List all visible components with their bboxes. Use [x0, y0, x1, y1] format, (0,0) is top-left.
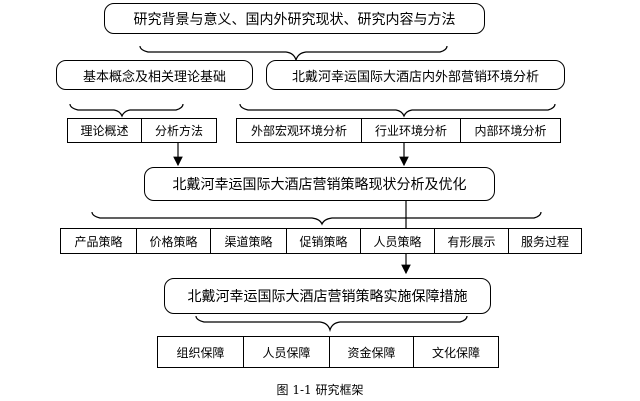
strategy-label: 促销策略	[299, 234, 348, 249]
environment-analysis-label: 北戴河幸运国际大酒店内外部营销环境分析	[291, 69, 539, 85]
implementation-measures-label: 北戴河幸运国际大酒店营销策略实施保障措施	[187, 289, 468, 305]
theory-basis-label: 基本概念及相关理论基础	[82, 69, 226, 85]
strategy-promotion: 促销策略	[286, 228, 360, 254]
measure-label: 人员保障	[262, 345, 311, 360]
item-label: 理论概述	[80, 124, 129, 138]
item-label: 内部环境分析	[474, 124, 547, 138]
item-macro-environment: 外部宏观环境分析	[236, 118, 361, 143]
strategy-personnel: 人员策略	[360, 228, 434, 254]
brace-top	[139, 45, 448, 63]
measure-label: 组织保障	[176, 345, 225, 360]
title-text: 研究背景与意义、国内外研究现状、研究内容与方法	[133, 11, 456, 28]
strategy-status-label: 北戴河幸运国际大酒店营销策略现状分析及优化	[172, 177, 467, 193]
figure-caption: 图 1-1 研究框架	[276, 383, 364, 397]
measure-label: 文化保障	[431, 345, 480, 360]
brace-measures	[195, 315, 468, 333]
measure-funding: 资金保障	[329, 336, 413, 368]
item-label: 分析方法	[154, 124, 203, 138]
strategy-price: 价格策略	[136, 228, 210, 254]
measure-personnel: 人员保障	[243, 336, 329, 368]
implementation-measures-box: 北戴河幸运国际大酒店营销策略实施保障措施	[164, 278, 491, 314]
item-theory-overview: 理论概述	[67, 118, 141, 143]
brace-left	[69, 103, 184, 118]
item-label: 行业环境分析	[374, 124, 447, 138]
item-internal-environment: 内部环境分析	[460, 118, 561, 143]
brace-right	[239, 103, 556, 118]
item-label: 外部宏观环境分析	[250, 124, 347, 138]
strategy-label: 产品策略	[74, 234, 123, 249]
strategy-label: 人员策略	[373, 234, 422, 249]
item-industry-environment: 行业环境分析	[361, 118, 460, 143]
strategy-label: 渠道策略	[224, 234, 273, 249]
strategy-label: 有形展示	[447, 234, 496, 249]
strategy-physical-evidence: 有形展示	[434, 228, 508, 254]
item-analysis-method: 分析方法	[141, 118, 217, 143]
measure-organization: 组织保障	[157, 336, 243, 368]
strategy-channel: 渠道策略	[210, 228, 286, 254]
measure-culture: 文化保障	[413, 336, 499, 368]
brace-strategies	[91, 211, 542, 226]
strategy-label: 价格策略	[149, 234, 198, 249]
strategy-status-box: 北戴河幸运国际大酒店营销策略现状分析及优化	[144, 167, 495, 201]
theory-basis-box: 基本概念及相关理论基础	[56, 60, 253, 90]
title-box: 研究背景与意义、国内外研究现状、研究内容与方法	[104, 3, 485, 34]
strategy-service-process: 服务过程	[508, 228, 582, 254]
strategy-product: 产品策略	[60, 228, 136, 254]
measure-label: 资金保障	[347, 345, 396, 360]
strategy-label: 服务过程	[520, 234, 569, 249]
environment-analysis-box: 北戴河幸运国际大酒店内外部营销环境分析	[266, 60, 565, 90]
